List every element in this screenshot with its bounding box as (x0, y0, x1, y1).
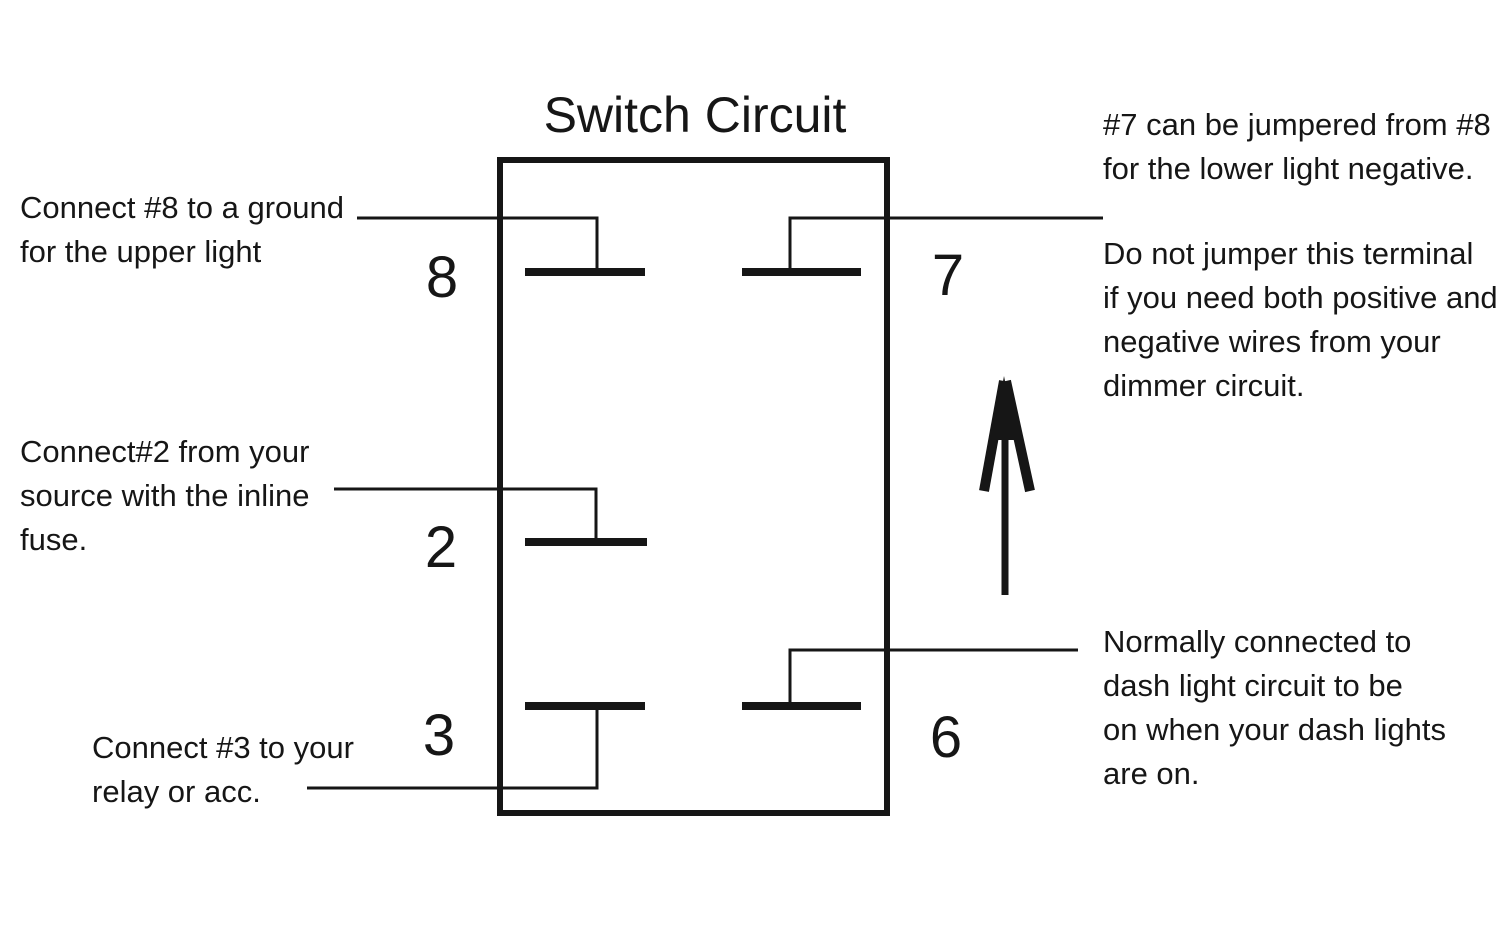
terminal-2-leader-line (334, 487, 598, 542)
annotation-terminal-6: Normally connected to dash light circuit… (1103, 624, 1446, 791)
terminal-6-leader-line (788, 648, 1078, 706)
terminal-3-label: 3 (422, 703, 456, 768)
annotation-terminal-2: Connect#2 from your source with the inli… (20, 434, 310, 557)
terminal-7-label: 7 (931, 243, 965, 308)
terminal-8-leader-line (357, 216, 599, 272)
switch-body-outline (497, 157, 890, 816)
annotation-terminal-3: Connect #3 to your relay or acc. (92, 730, 354, 809)
terminal-7-leader-line (788, 216, 1103, 272)
up-arrow-icon (979, 376, 1035, 595)
terminal-3-leader-line (307, 706, 599, 790)
annotation-terminal-7-warning: Do not jumper this terminal if you need … (1103, 236, 1498, 403)
terminal-8-label: 8 (425, 245, 459, 310)
annotation-terminal-7: #7 can be jumpered from #8 for the lower… (1103, 107, 1491, 186)
terminal-2-label: 2 (424, 515, 458, 580)
diagram-title: Switch Circuit (543, 87, 847, 143)
annotation-terminal-8: Connect #8 to a ground for the upper lig… (20, 190, 345, 269)
terminal-6-label: 6 (929, 705, 963, 770)
